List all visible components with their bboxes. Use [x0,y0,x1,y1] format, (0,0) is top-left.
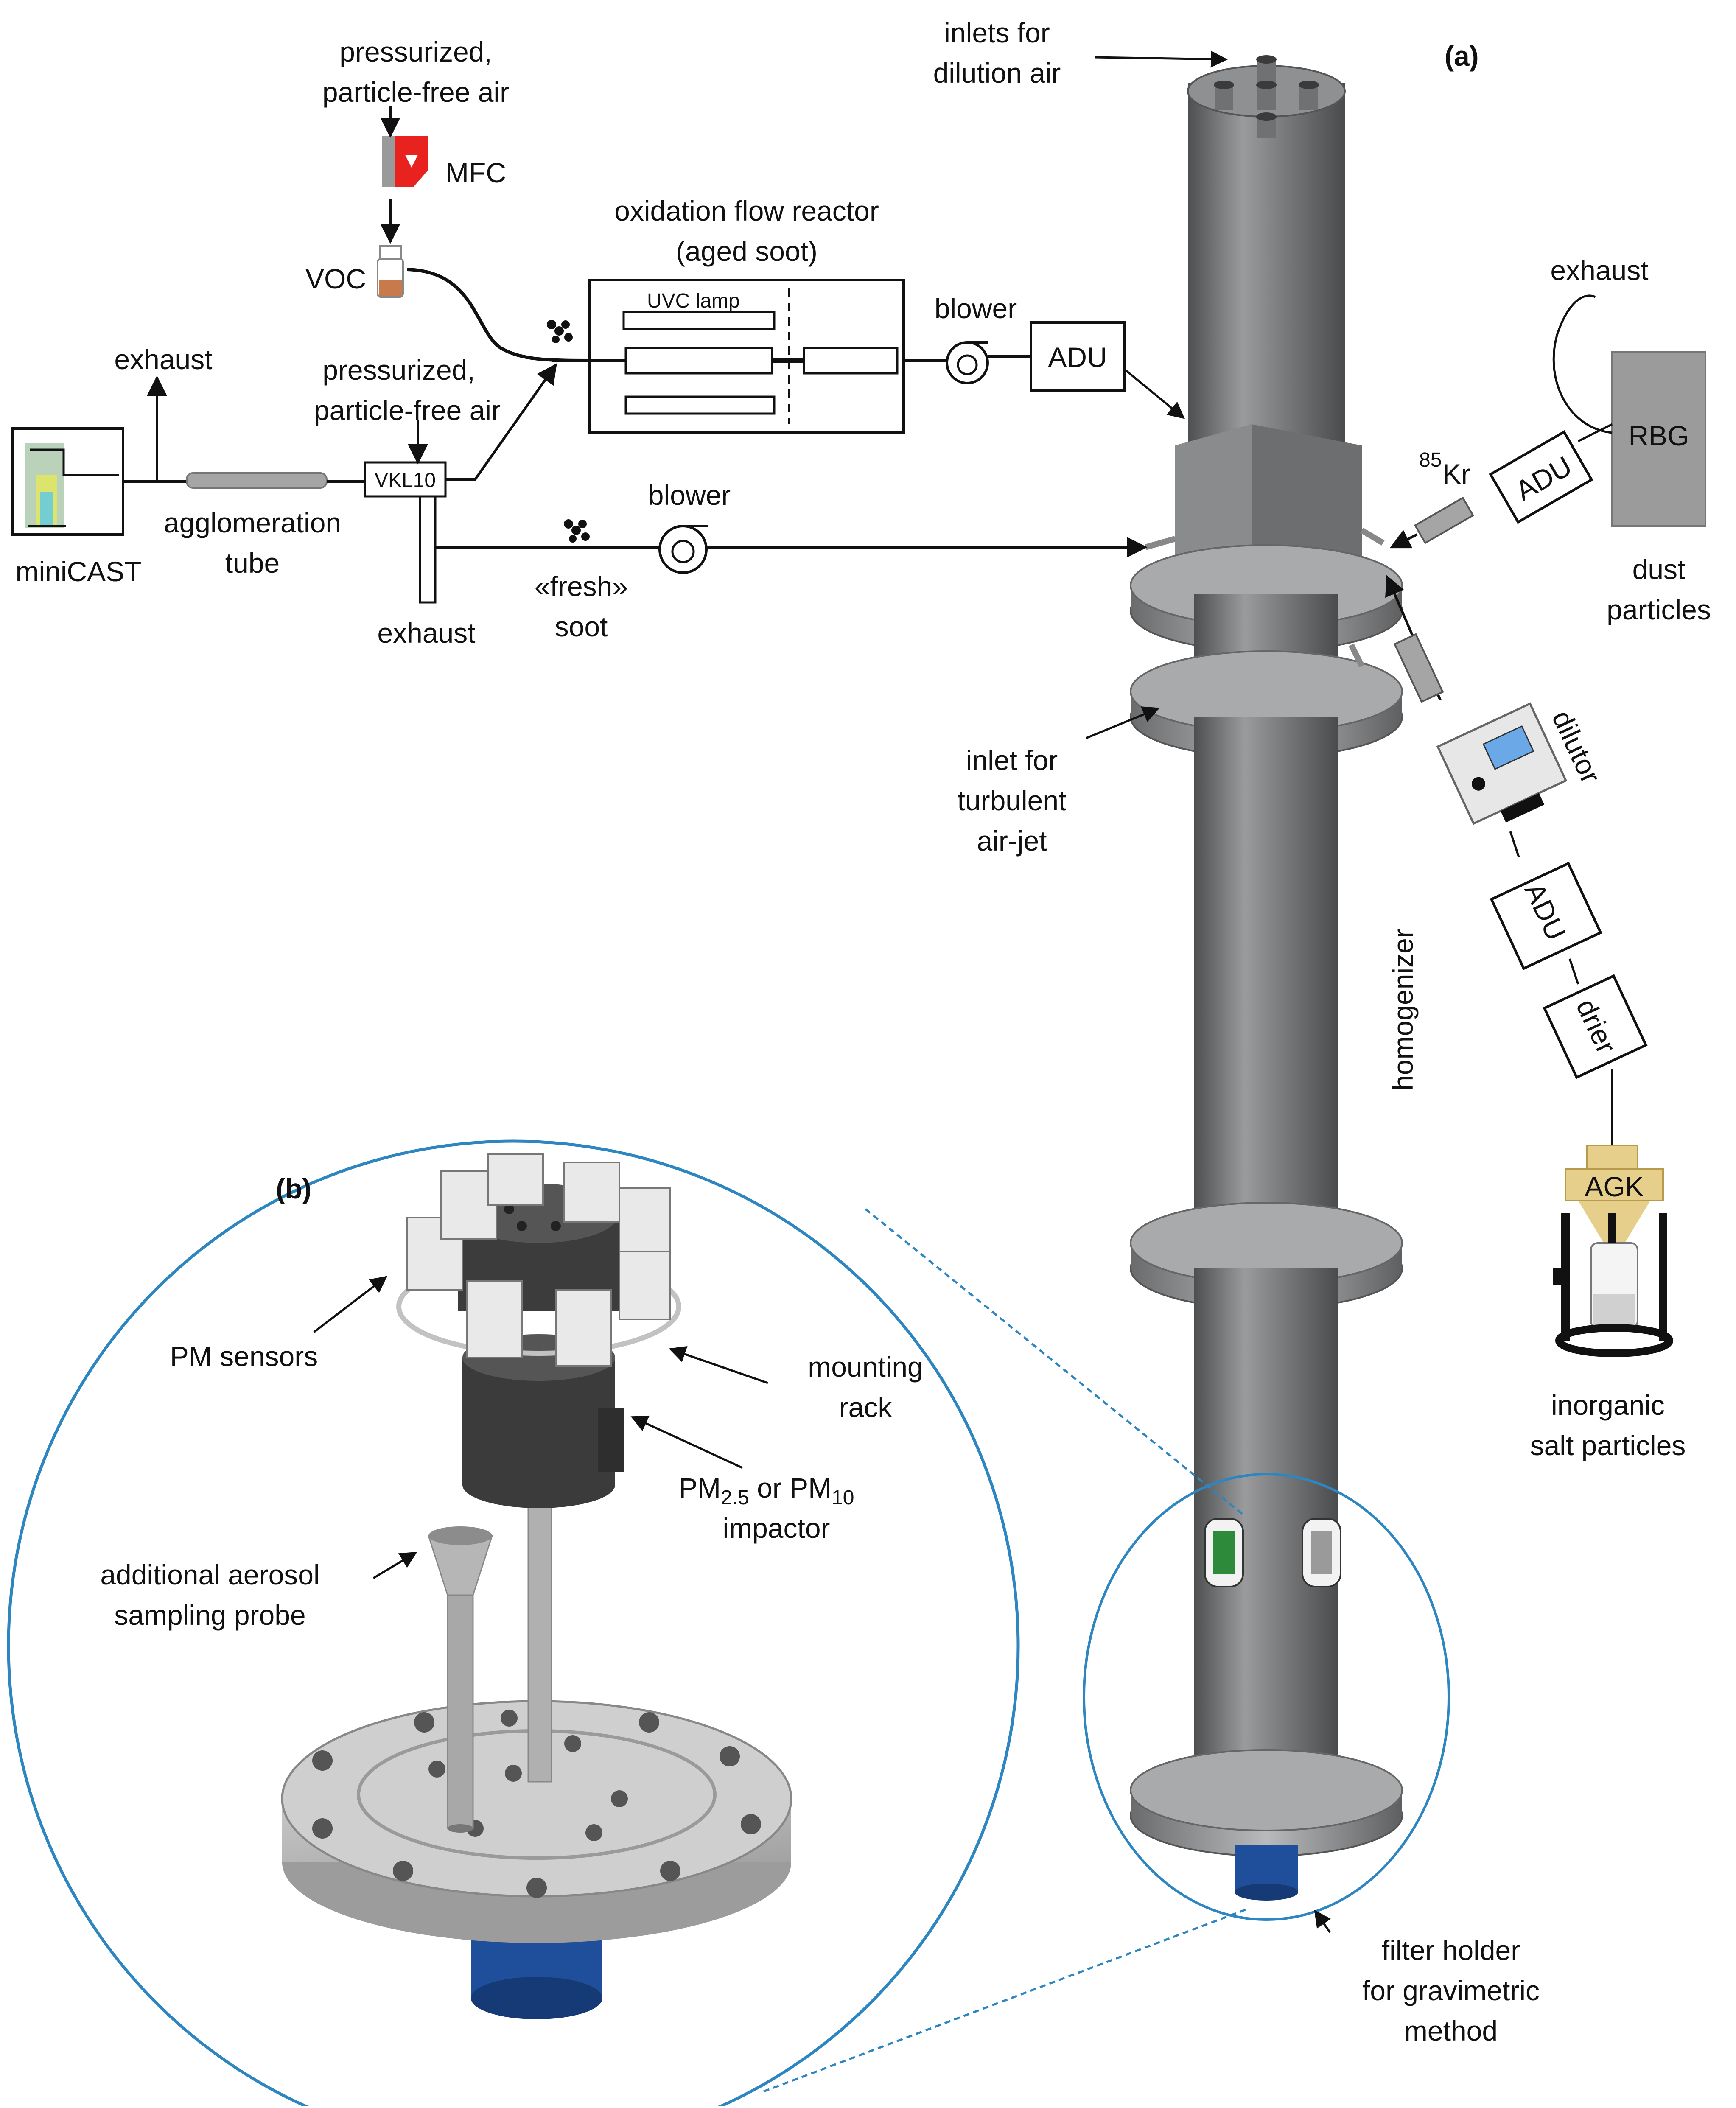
mfc-icon [382,136,428,187]
agglomeration-line1: agglomeration [164,507,341,538]
homogenizer-column [1130,55,1403,1901]
blower-top-icon [904,341,1031,384]
kr85-label: Kr [1442,458,1470,490]
fresh-soot-line2: soot [555,611,608,642]
sampling-probe [427,1526,493,1833]
soot-particle-icon [547,320,573,343]
impactor-sub-2-5: 2.5 [721,1487,749,1509]
uvc-lamp-label: UVC lamp [647,290,740,312]
pressurized-mid-line2: particle-free air [314,395,501,426]
pm-sensor-boxes [406,1153,671,1367]
impactor-pm-label: PM2.5 or PM10 [679,1472,854,1509]
minicast-icon [11,427,124,536]
blower-mid-label: blower [648,479,731,511]
impactor-label: impactor [722,1512,830,1544]
pressurized-mid-line1: pressurized, [322,354,475,386]
ofr-line2: (aged soot) [676,235,818,267]
agk-atomizer-icon [1553,1145,1673,1357]
impactor-pm-text: PM [679,1472,721,1503]
adu-top-box [1030,321,1126,392]
dust-line1: dust [1632,554,1686,585]
panel-a-label: (a) [1445,40,1479,72]
filter-holder-line3: method [1404,2015,1498,2046]
adu-top-label: ADU [1048,342,1107,373]
blower-mid-icon [658,525,708,574]
inlet-turbulent-line3: air-jet [977,825,1047,857]
agglomeration-tube-icon [186,472,328,489]
rbg-label: RBG [1628,420,1689,451]
dilutor-tube-icon [1393,633,1444,703]
impactor-rod [527,1475,552,1783]
voc-label: VOC [305,263,366,294]
base-flange-plate [281,1700,792,2019]
inlet-turbulent-line2: turbulent [958,785,1067,816]
inlet-turbulent-line1: inlet for [966,745,1058,776]
agk-label: AGK [1585,1171,1644,1202]
agglomeration-line2: tube [225,547,280,579]
exhaust-left-label: exhaust [114,344,212,375]
mfc-label: MFC [445,157,506,188]
pressurized-top-line1: pressurized, [339,36,492,67]
inlets-dilution-line2: dilution air [933,57,1061,89]
panel-b-label: (b) [276,1173,311,1204]
fresh-soot-line1: «fresh» [535,571,628,602]
impactor-sub-10: 10 [832,1487,854,1509]
mounting-rack-line2: rack [839,1391,893,1423]
probe-line2: sampling probe [114,1599,305,1631]
adu-right-box [1489,430,1593,524]
inorganic-line2: salt particles [1530,1430,1686,1461]
probe-line1: additional aerosol [100,1559,319,1590]
pressurized-top-line2: particle-free air [322,76,509,108]
rbg-box [1611,351,1706,527]
zoom-circle-a [1083,1473,1450,1921]
exhaust-bottom-label: exhaust [377,617,475,649]
drier-box [1543,974,1648,1079]
dust-line2: particles [1607,594,1711,625]
inorganic-line1: inorganic [1551,1389,1665,1421]
mounting-rack-line1: mounting [808,1351,923,1383]
side-inlet-pipes [1145,527,1385,668]
exhaust-right-label: exhaust [1550,255,1648,286]
dilutor-box [1436,702,1568,825]
kr85-superscript: 85 [1419,449,1442,471]
uvc-lamp-icons [622,311,899,415]
filter-holder-line2: for gravimetric [1362,1975,1540,2006]
soot-particle-icon [564,519,590,543]
adu-lower-box [1490,862,1602,970]
impactor-or-pm: or PM [749,1472,832,1503]
blower-top-label: blower [935,293,1017,324]
zoom-circle-b [7,1139,1020,2108]
inlets-dilution-line1: inlets for [944,17,1050,48]
homogenizer-label: homogenizer [1387,929,1419,1091]
ofr-line1: oxidation flow reactor [614,195,879,227]
voc-bottle-icon [377,245,404,298]
dilution-inlet-stubs [1214,55,1319,138]
minicast-label: miniCAST [15,556,141,587]
vkl10-label: VKL10 [375,469,436,492]
filter-holder-line1: filter holder [1382,1934,1520,1966]
kr85-tube-icon [1414,496,1474,544]
pm-sensors-label: PM sensors [170,1341,318,1372]
